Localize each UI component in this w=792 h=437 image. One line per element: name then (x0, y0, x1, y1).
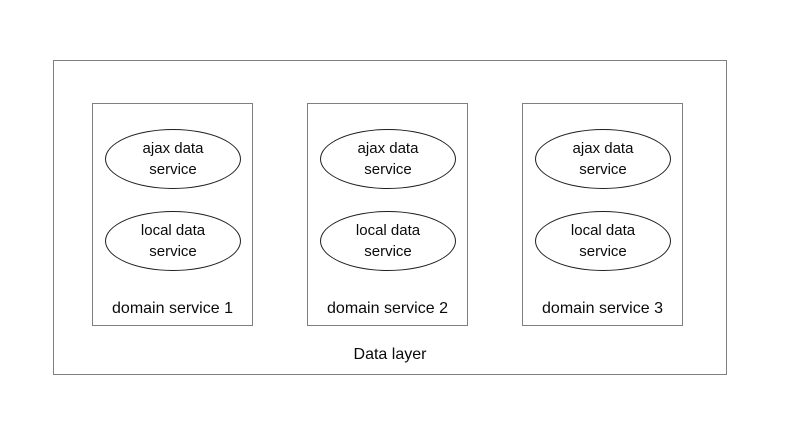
ajax-data-service-ellipse: ajax data service (105, 129, 241, 189)
ajax-data-service-label: ajax data service (572, 140, 634, 178)
local-data-service-ellipse: local data service (105, 211, 241, 271)
domain-service-box-2: ajax data service local data service dom… (307, 103, 468, 326)
domain-service-box-3: ajax data service local data service dom… (522, 103, 683, 326)
data-layer-label: Data layer (353, 346, 427, 363)
data-layer-container: ajax data service local data service dom… (53, 60, 727, 375)
ajax-data-service-ellipse: ajax data service (320, 129, 456, 189)
local-data-service-label: local data service (140, 222, 206, 260)
local-data-service-ellipse: local data service (320, 211, 456, 271)
local-data-service-label: local data service (570, 222, 636, 260)
local-data-service-ellipse: local data service (535, 211, 671, 271)
domain-service-1-label: domain service 1 (112, 300, 233, 317)
domain-service-3-label: domain service 3 (542, 300, 663, 317)
domain-service-box-1: ajax data service local data service dom… (92, 103, 253, 326)
local-data-service-label: local data service (355, 222, 421, 260)
ajax-data-service-ellipse: ajax data service (535, 129, 671, 189)
ajax-data-service-label: ajax data service (357, 140, 419, 178)
domain-service-2-label: domain service 2 (327, 300, 448, 317)
ajax-data-service-label: ajax data service (142, 140, 204, 178)
